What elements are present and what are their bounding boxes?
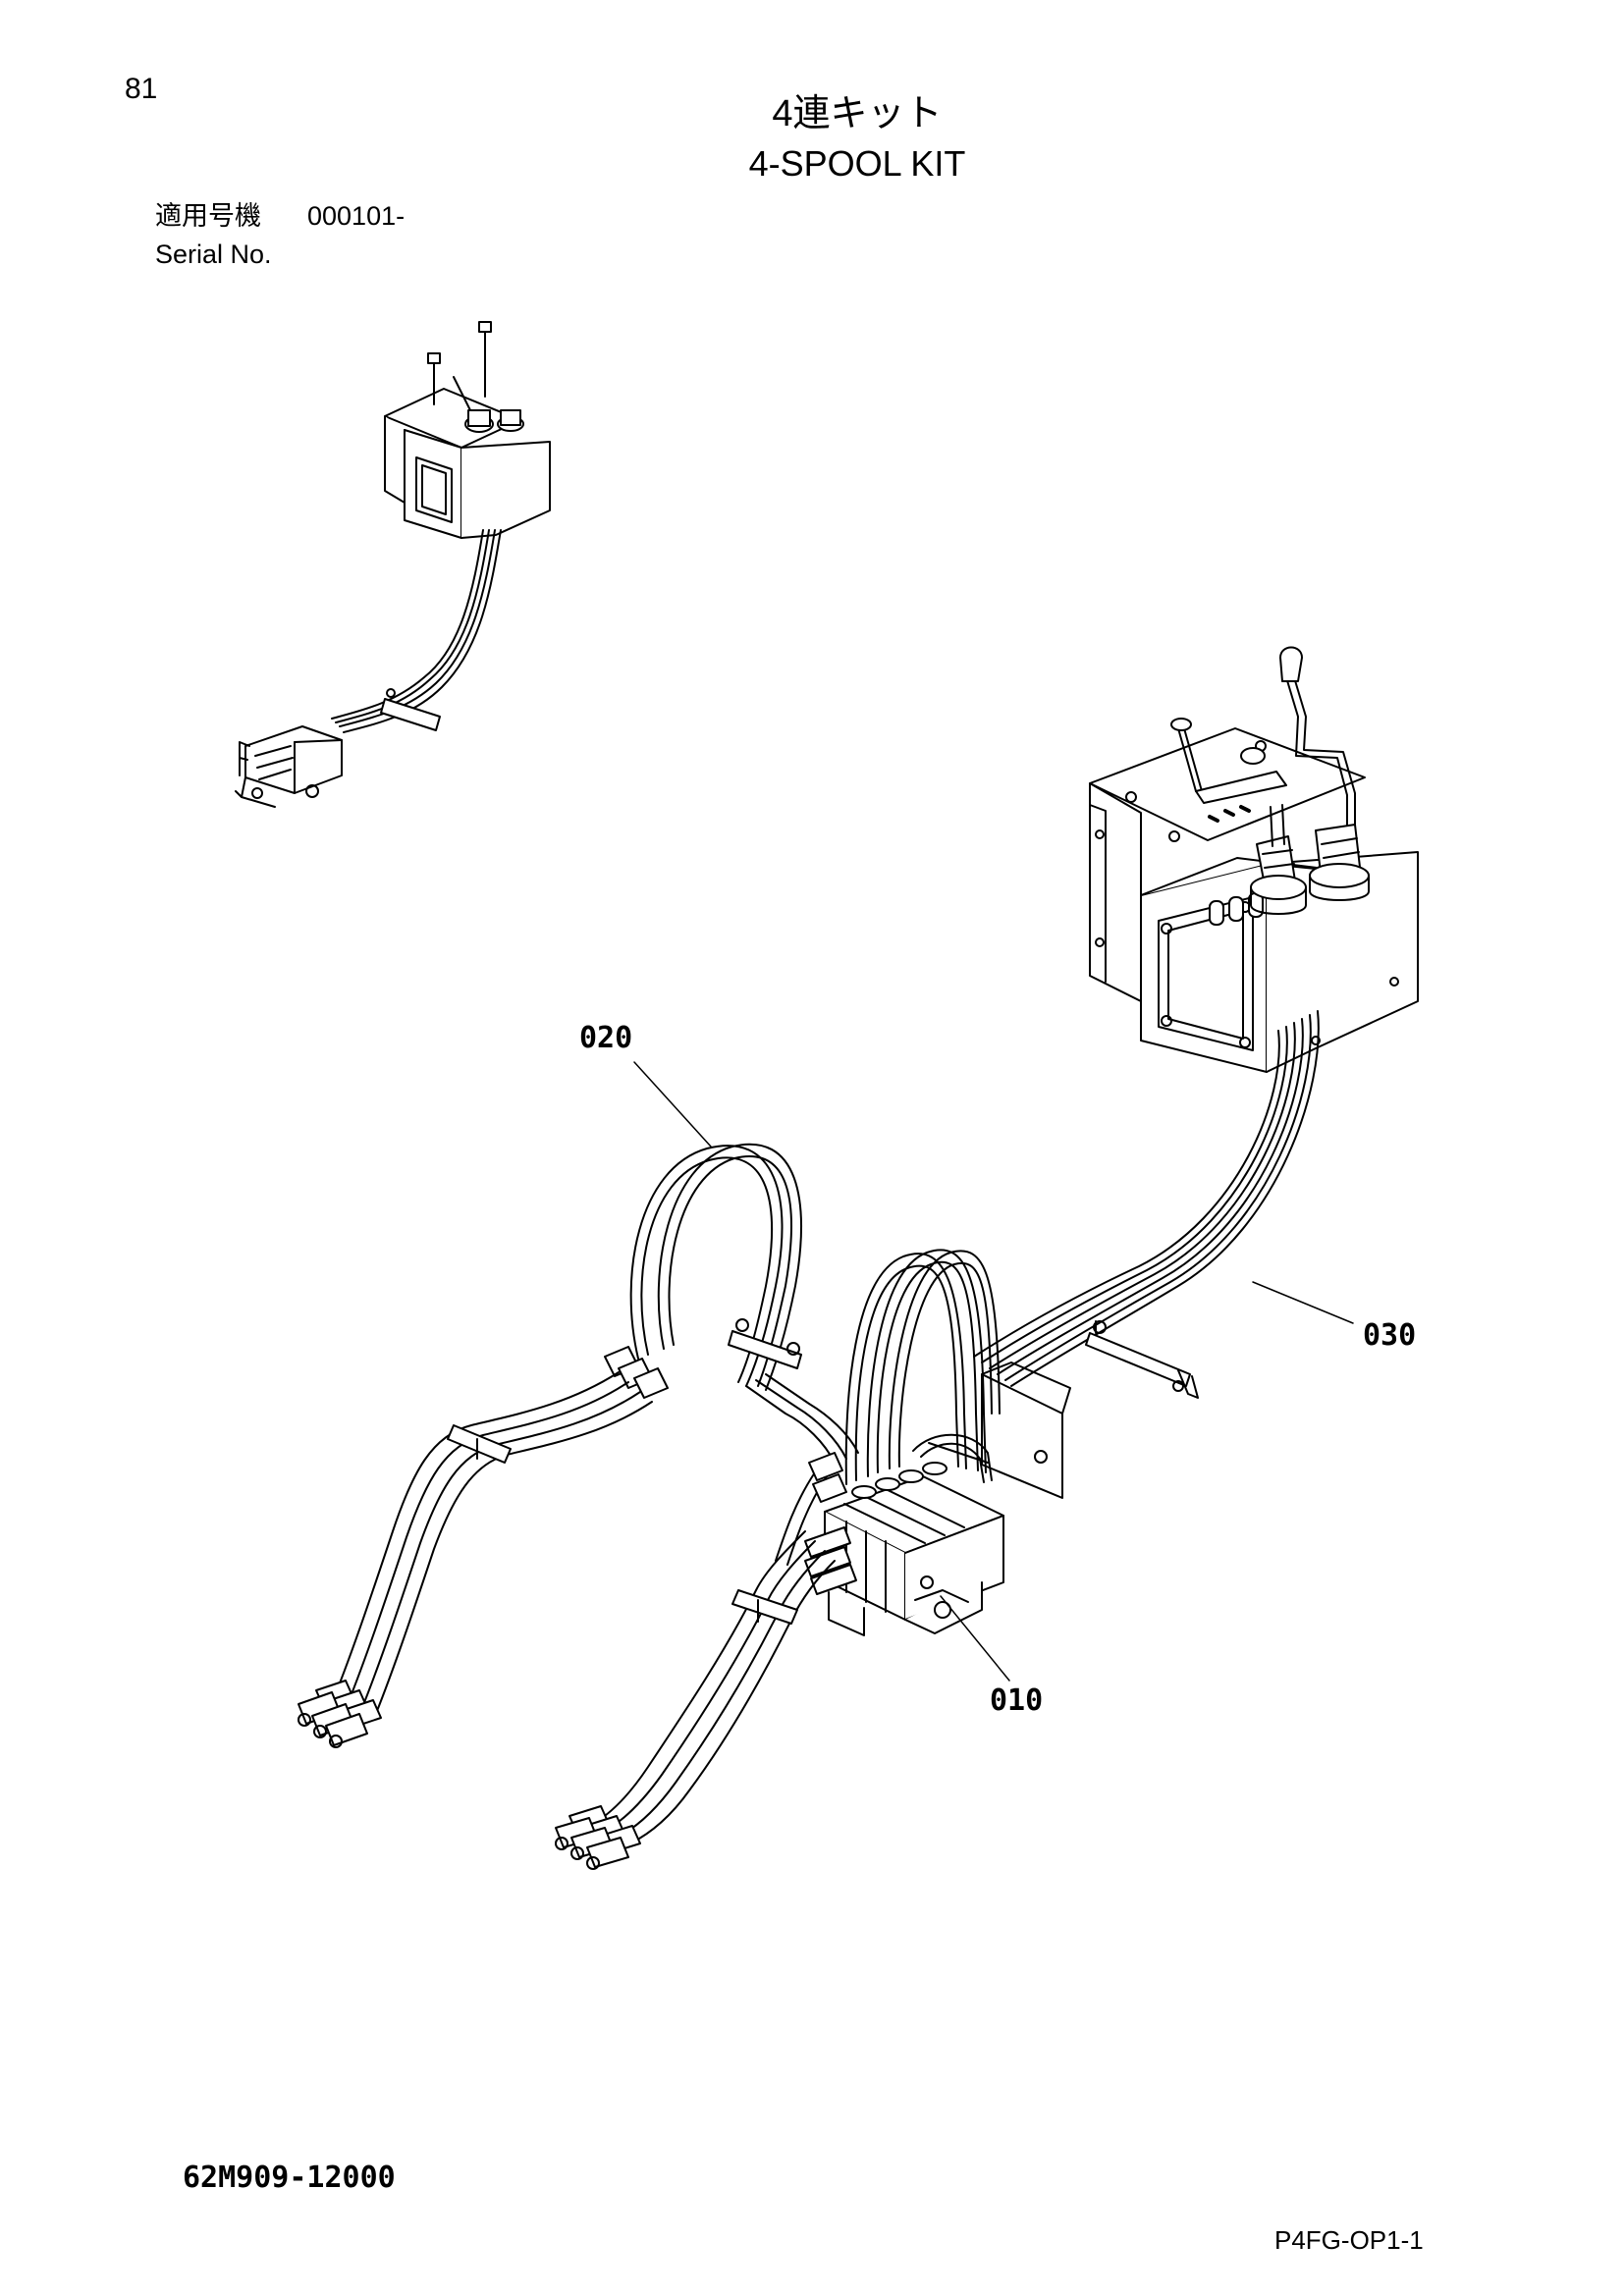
hose-loop-center xyxy=(846,1250,1000,1484)
leader-lines xyxy=(634,1062,1353,1681)
overview-assembly xyxy=(236,322,550,807)
callout-020: 020 xyxy=(579,1021,633,1055)
callout-030: 030 xyxy=(1363,1318,1417,1353)
title-japanese: 4連キット xyxy=(772,93,943,134)
page-number: 81 xyxy=(125,73,158,105)
leader-line-030 xyxy=(1253,1282,1353,1323)
leader-line-010 xyxy=(941,1596,1009,1681)
leader-line-020 xyxy=(634,1062,711,1147)
hose-bundle-030 xyxy=(974,1011,1319,1398)
serial-label-english: Serial No. xyxy=(155,240,272,269)
control-box-assembly xyxy=(1090,648,1418,1073)
drawing-number: 62M909-12000 xyxy=(183,2161,396,2195)
callout-010: 010 xyxy=(990,1683,1044,1718)
sheet-code: P4FG-OP1-1 xyxy=(1274,2225,1424,2255)
serial-label-japanese: 適用号機 xyxy=(155,201,261,231)
hose-set-020 xyxy=(298,1145,858,1869)
serial-number-value: 000101- xyxy=(307,201,406,231)
valve-assembly-010 xyxy=(805,1362,1070,1635)
title-english: 4-SPOOL KIT xyxy=(748,143,966,184)
